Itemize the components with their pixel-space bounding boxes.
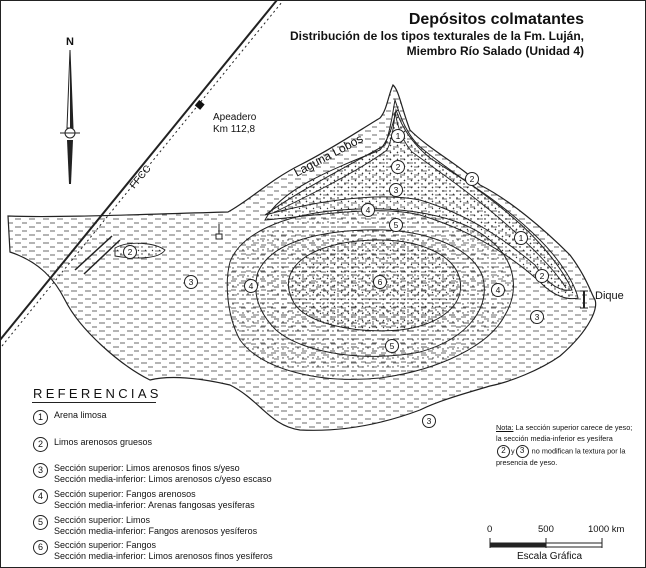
map-title: Depósitos colmatantes Distribución de lo… bbox=[290, 10, 584, 58]
zone-number: 3 bbox=[530, 310, 544, 324]
zone-number: 2 bbox=[535, 269, 549, 283]
reference-text: Sección superior: Fangos arenosos bbox=[54, 489, 196, 499]
reference-item: 2 Limos arenosos gruesos bbox=[33, 437, 152, 452]
references-underline bbox=[32, 402, 156, 403]
title-line-2: Distribución de los tipos texturales de … bbox=[289, 29, 584, 44]
scale-tick-500: 500 bbox=[538, 524, 554, 535]
title-line-3: Miembro Río Salado (Unidad 4) bbox=[406, 43, 584, 58]
station-km: Km 112,8 bbox=[213, 123, 256, 135]
reference-text: Sección media-inferior: Arenas fangosas … bbox=[54, 500, 255, 511]
reference-number: 5 bbox=[33, 515, 48, 530]
reference-number: 2 bbox=[33, 437, 48, 452]
reference-text: Sección superior: Fangos bbox=[54, 540, 157, 550]
reference-text: Arena limosa bbox=[54, 410, 107, 420]
zone-number: 6 bbox=[373, 275, 387, 289]
map-note: Nota: La sección superior carece de yeso… bbox=[496, 423, 636, 469]
scale-bar bbox=[489, 538, 603, 548]
dam-label: Dique bbox=[595, 290, 624, 302]
note-text: presencia de yeso. bbox=[496, 457, 558, 467]
zone-number: 3 bbox=[389, 183, 403, 197]
references-title: REFERENCIAS bbox=[33, 386, 162, 401]
reference-text: Sección media-inferior: Limos arenosos f… bbox=[54, 551, 273, 562]
station-name: Apeadero bbox=[213, 112, 257, 123]
note-number: 3 bbox=[515, 444, 529, 458]
scale-caption: Escala Gráfica bbox=[517, 551, 583, 562]
reference-item: 3 Sección superior: Limos arenosos finos… bbox=[33, 463, 272, 486]
reference-number: 4 bbox=[33, 489, 48, 504]
zone-number: 5 bbox=[389, 218, 403, 232]
zone-number: 4 bbox=[244, 279, 258, 293]
scale-tick-1000: 1000 km bbox=[588, 524, 625, 535]
note-text: la sección media-inferior es yesífera bbox=[496, 433, 613, 443]
reference-text: Limos arenosos gruesos bbox=[54, 437, 153, 447]
note-text: y bbox=[511, 446, 515, 456]
reference-number: 1 bbox=[33, 410, 48, 425]
zone-number: 5 bbox=[385, 339, 399, 353]
zone-1-arm bbox=[264, 98, 573, 291]
zone-number: 4 bbox=[361, 203, 375, 217]
note-text: no modifican la textura por la bbox=[529, 446, 626, 456]
reference-number: 3 bbox=[33, 463, 48, 478]
north-label: N bbox=[66, 36, 74, 48]
zone-number: 3 bbox=[422, 414, 436, 428]
reference-text: Sección media-inferior: Fangos arenosos … bbox=[54, 526, 258, 537]
reference-number: 6 bbox=[33, 540, 48, 555]
note-text: La sección superior carece de yeso; bbox=[513, 423, 633, 432]
zone-number: 2 bbox=[465, 172, 479, 186]
zone-number: 3 bbox=[184, 275, 198, 289]
zone-number: 1 bbox=[514, 231, 528, 245]
scale-tick-0: 0 bbox=[487, 524, 493, 535]
reference-item: 1 Arena limosa bbox=[33, 410, 107, 425]
reference-text: Sección superior: Limos arenosos finos s… bbox=[54, 463, 240, 473]
zone-number: 2 bbox=[391, 160, 405, 174]
dam-icon bbox=[580, 290, 588, 309]
railway-line bbox=[0, 0, 283, 347]
title-line-1: Depósitos colmatantes bbox=[408, 11, 584, 28]
station-label: Apeadero Km 112,8 bbox=[213, 112, 256, 135]
north-arrow-icon bbox=[60, 49, 80, 184]
zone-number: 4 bbox=[491, 283, 505, 297]
zone-number: 2 bbox=[123, 245, 137, 259]
note-number: 2 bbox=[497, 444, 510, 458]
reference-text: Sección superior: Limos bbox=[54, 515, 151, 525]
zone-number: 1 bbox=[391, 129, 405, 143]
note-label: Nota: bbox=[496, 423, 514, 432]
reference-text: Sección media-inferior: Limos arenosos c… bbox=[54, 474, 272, 485]
